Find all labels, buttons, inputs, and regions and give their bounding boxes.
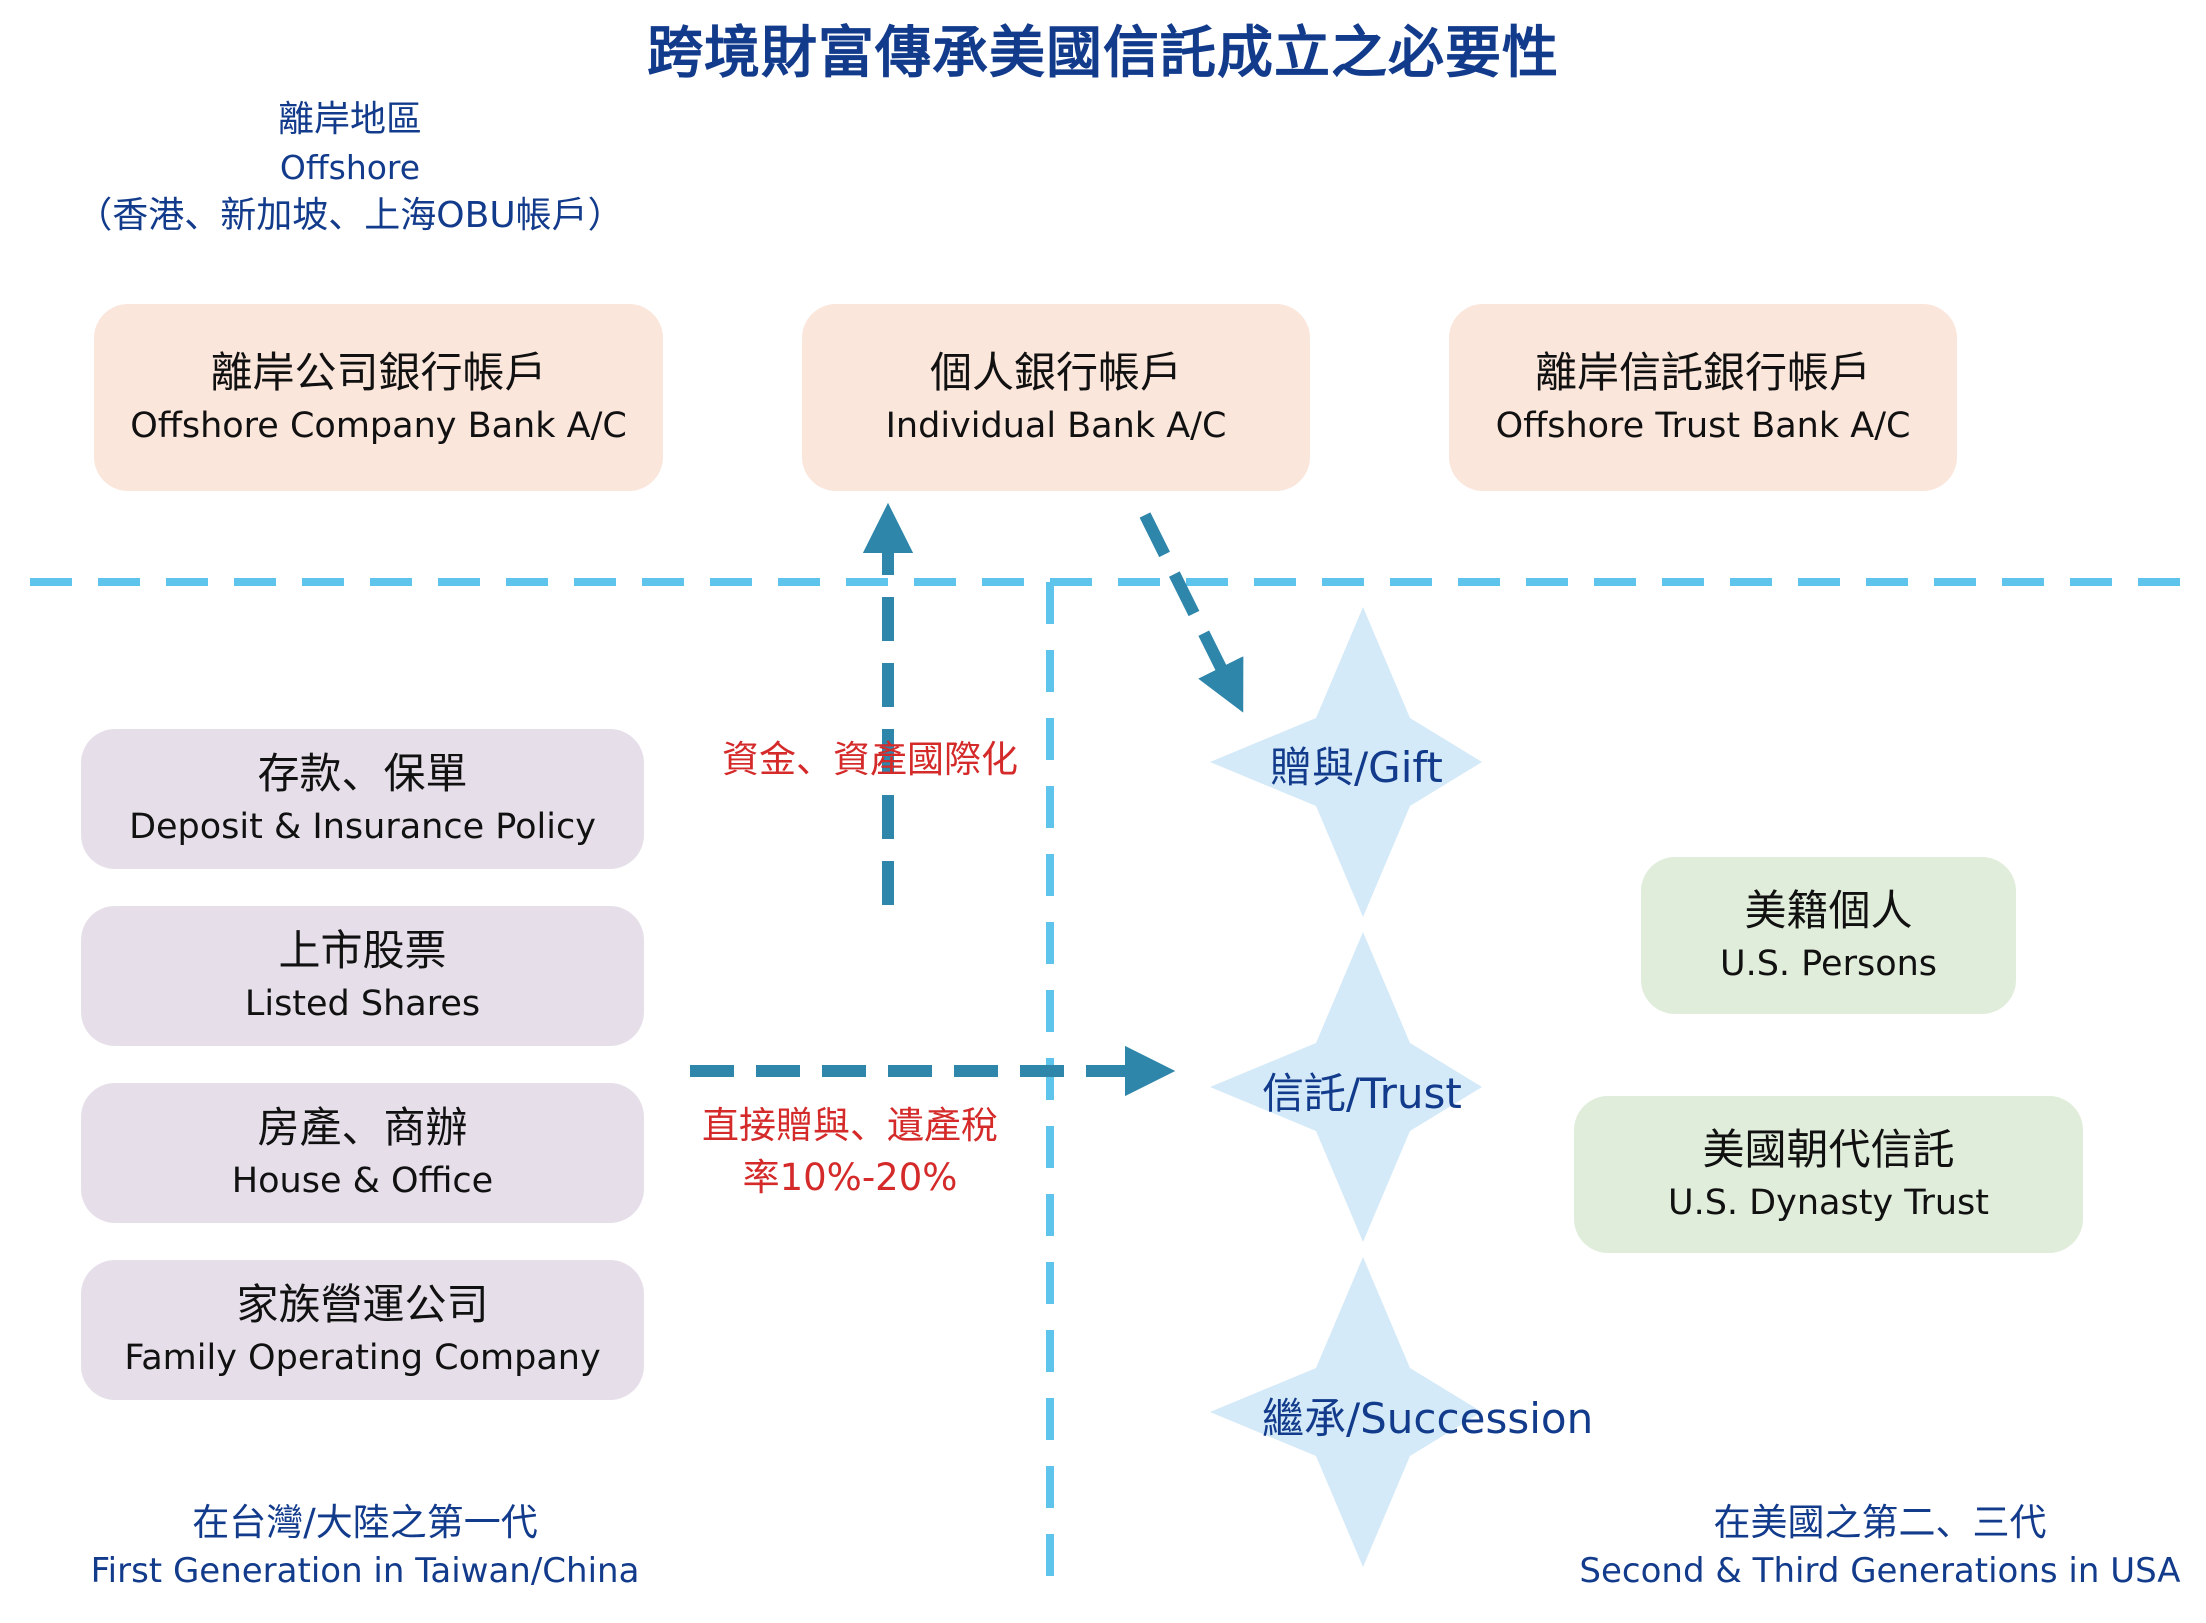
gift-star	[1210, 607, 1482, 917]
box-title-en: House & Office	[231, 1161, 494, 1201]
box-title-zh: 存款、保單	[257, 749, 468, 798]
box-title-en: U.S. Dynasty Trust	[1667, 1182, 1990, 1223]
box-title-en: Family Operating Company	[124, 1338, 601, 1378]
succession-label: 繼承/Succession	[1262, 1394, 1594, 1443]
box-title-zh: 上市股票	[278, 926, 447, 975]
succession-star	[1210, 1257, 1482, 1567]
tax-rate-line-1: 直接贈與、遺產稅	[702, 1104, 998, 1147]
tax-rate-line-2: 率10%-20%	[742, 1156, 958, 1199]
box-title-zh: 家族營運公司	[236, 1280, 489, 1329]
box-title-zh: 離岸信託銀行帳戶	[1534, 347, 1871, 397]
box-title-zh: 美籍個人	[1744, 885, 1913, 935]
box-title-en: Deposit & Insurance Policy	[129, 807, 596, 847]
offshore-label-en: Offshore	[279, 148, 421, 187]
asset-box-company: 家族營運公司 Family Operating Company	[81, 1260, 644, 1400]
trust-label: 信託/Trust	[1262, 1069, 1462, 1118]
later-generations-label: 在美國之第二、三代 Second & Third Generations in …	[1560, 1498, 2200, 1594]
box-title-zh: 美國朝代信託	[1702, 1124, 1955, 1174]
account-to-gift-arrow	[1139, 512, 1244, 713]
box-title-en: Offshore Company Bank A/C	[130, 405, 627, 446]
asset-box-property: 房產、商辦 House & Office	[81, 1083, 644, 1223]
us-dynasty-trust-box: 美國朝代信託 U.S. Dynasty Trust	[1574, 1096, 2083, 1253]
box-title-en: U.S. Persons	[1719, 943, 1938, 984]
asset-box-shares: 上市股票 Listed Shares	[81, 906, 644, 1046]
diagram-title: 跨境財富傳承美國信託成立之必要性	[647, 21, 1559, 86]
first-generation-label: 在台灣/大陸之第一代 First Generation in Taiwan/Ch…	[40, 1498, 690, 1594]
footer-zh: 在台灣/大陸之第一代	[192, 1501, 538, 1544]
offshore-company-account-box: 離岸公司銀行帳戶 Offshore Company Bank A/C	[94, 304, 663, 491]
internationalize-label: 資金、資產國際化	[722, 738, 1018, 781]
footer-en: Second & Third Generations in USA	[1579, 1551, 2181, 1591]
box-title-zh: 房產、商辦	[257, 1103, 468, 1152]
box-title-en: Individual Bank A/C	[885, 405, 1227, 446]
gift-label: 贈與/Gift	[1270, 743, 1443, 792]
offshore-label-zh: 離岸地區	[277, 99, 422, 140]
tax-rate-label: 直接贈與、遺產稅 率10%-20%	[660, 1100, 1040, 1204]
box-title-en: Offshore Trust Bank A/C	[1495, 405, 1911, 446]
footer-zh: 在美國之第二、三代	[1713, 1501, 2047, 1544]
individual-account-box: 個人銀行帳戶 Individual Bank A/C	[802, 304, 1310, 491]
offshore-region-label: 離岸地區 Offshore （香港、新加坡、上海OBU帳戶）	[40, 95, 660, 241]
offshore-trust-account-box: 離岸信託銀行帳戶 Offshore Trust Bank A/C	[1449, 304, 1957, 491]
asset-box-deposit: 存款、保單 Deposit & Insurance Policy	[81, 729, 644, 869]
trust-star	[1210, 932, 1482, 1242]
us-persons-box: 美籍個人 U.S. Persons	[1641, 857, 2016, 1014]
box-title-en: Listed Shares	[244, 984, 481, 1024]
offshore-label-note: （香港、新加坡、上海OBU帳戶）	[76, 195, 624, 236]
box-title-zh: 個人銀行帳戶	[929, 347, 1182, 397]
footer-en: First Generation in Taiwan/China	[90, 1551, 640, 1591]
box-title-zh: 離岸公司銀行帳戶	[210, 347, 547, 397]
